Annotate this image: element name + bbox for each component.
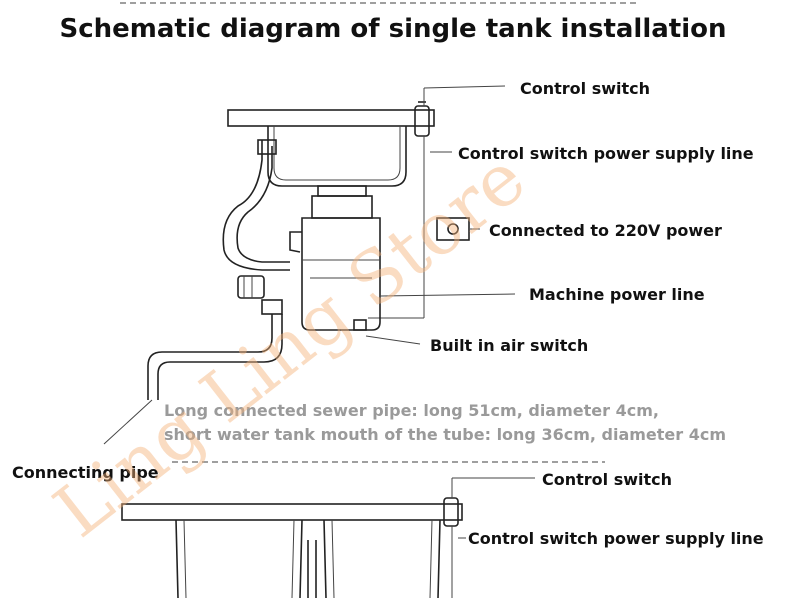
label-connected-power: Connected to 220V power — [489, 221, 722, 240]
label-air-switch: Built in air switch — [430, 336, 588, 355]
label-connecting-pipe: Connecting pipe — [12, 463, 159, 482]
single-tank-drawing — [147, 101, 470, 400]
label-power-supply-line-bottom: Control switch power supply line — [468, 529, 764, 548]
drain-trap — [222, 140, 290, 271]
discharge-tube — [289, 231, 302, 253]
sink-bowl — [267, 126, 407, 187]
label-control-switch-bottom: Control switch — [542, 470, 672, 489]
control-switch-knob — [414, 105, 430, 137]
right-bowl — [323, 519, 441, 598]
label-machine-power-line: Machine power line — [529, 285, 705, 304]
double-tank-drawing — [121, 497, 463, 598]
left-bowl — [175, 519, 303, 598]
label-control-switch-top: Control switch — [520, 79, 650, 98]
countertop — [227, 109, 435, 127]
note-line-2: short water tank mouth of the tube: long… — [164, 425, 726, 444]
disposer-body — [301, 217, 381, 331]
air-switch-button — [353, 319, 367, 331]
label-power-supply-line-top: Control switch power supply line — [458, 144, 754, 163]
disposer-flange — [317, 185, 367, 197]
sewer-pipe — [147, 314, 273, 400]
diagram-title: Schematic diagram of single tank install… — [59, 14, 726, 44]
note-line-1: Long connected sewer pipe: long 51cm, di… — [164, 401, 659, 420]
pipe-coupling — [237, 275, 265, 299]
power-outlet — [436, 217, 470, 241]
countertop-lower — [121, 503, 463, 521]
control-switch-knob-lower — [443, 497, 459, 527]
